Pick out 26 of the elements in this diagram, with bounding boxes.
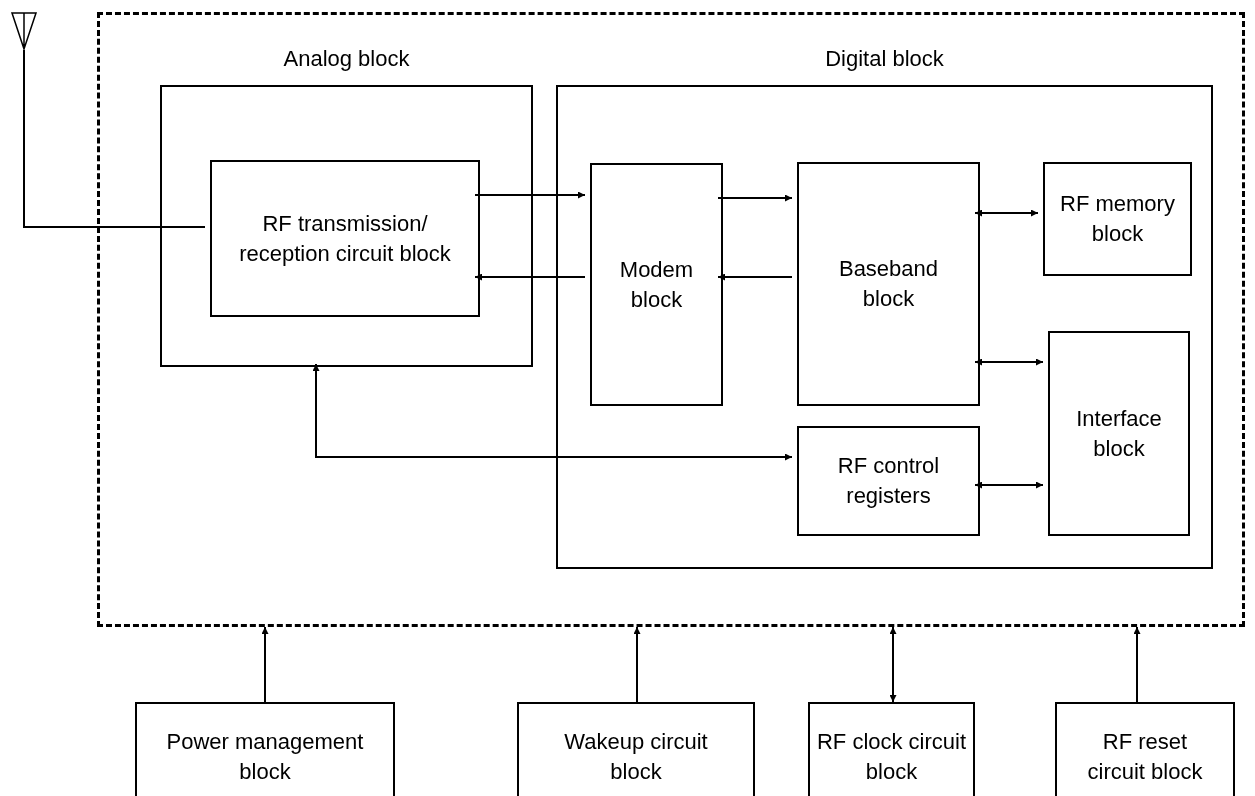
block-box: Modem block bbox=[590, 163, 723, 406]
block-box: RF clock circuit block bbox=[808, 702, 975, 796]
block-box: Power management block bbox=[135, 702, 395, 796]
arrow bbox=[474, 273, 586, 281]
arrow bbox=[474, 191, 586, 199]
arrow bbox=[974, 481, 1044, 489]
arrow bbox=[717, 273, 793, 281]
arrow bbox=[1133, 626, 1141, 703]
arrow bbox=[633, 626, 641, 703]
block-heading: Digital block bbox=[824, 45, 945, 73]
arrow bbox=[974, 209, 1039, 217]
arrow bbox=[974, 358, 1044, 366]
block-heading: Analog block bbox=[282, 45, 411, 73]
outer-dashed-boundary bbox=[97, 12, 1245, 627]
block-box: RF reset circuit block bbox=[1055, 702, 1235, 796]
block-box: Interface block bbox=[1048, 331, 1190, 536]
block-box: Baseband block bbox=[797, 162, 980, 406]
arrow bbox=[889, 626, 897, 703]
arrow bbox=[717, 194, 793, 202]
arrow bbox=[261, 626, 269, 703]
block-box: RF memory block bbox=[1043, 162, 1192, 276]
block-box: Wakeup circuit block bbox=[517, 702, 755, 796]
antenna-icon bbox=[10, 12, 38, 50]
block-box: RF transmission/ reception circuit block bbox=[210, 160, 480, 317]
arrow bbox=[312, 363, 793, 461]
block-box: RF control registers bbox=[797, 426, 980, 536]
